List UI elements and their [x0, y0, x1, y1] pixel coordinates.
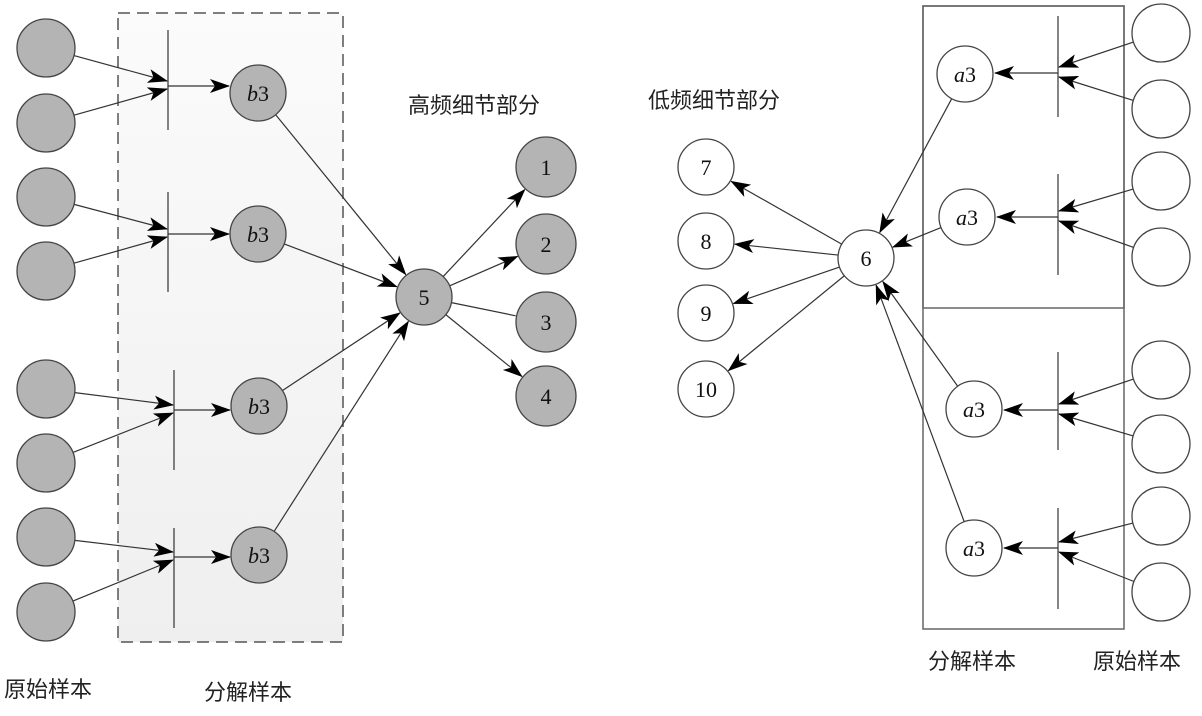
original-sample-node [1131, 414, 1191, 474]
nodes-layer: b3 b3 b3 b3 5 1 2 3 4 a3 a3 a3 a3 6 7 8 9 10 [16, 3, 1191, 642]
low-freq-arrow [727, 275, 845, 372]
input-arrow [74, 539, 174, 557]
decomposed-node-label: a3 [956, 205, 978, 230]
low-freq-output-label: 7 [701, 155, 712, 180]
input-arrow [1058, 378, 1134, 405]
decomposed-node-a3 [938, 188, 996, 246]
high-freq-output-label: 4 [541, 384, 552, 409]
low-freq-arrow [732, 266, 840, 305]
to-hub-arrow [879, 98, 953, 234]
hub-node-6 [837, 229, 895, 287]
hub-node-label: 6 [861, 246, 872, 271]
original-sample-node [1131, 79, 1191, 139]
decomposed-node-label: b3 [247, 222, 269, 247]
to-hub-arrow [283, 243, 398, 288]
original-sample-node [16, 167, 76, 227]
high-freq-output-node [515, 136, 577, 198]
input-arrow [1058, 76, 1134, 101]
input-arrow [73, 203, 168, 231]
low-freq-output-node [677, 284, 735, 342]
to-hub-arrow [273, 320, 409, 532]
low-freq-arrow [733, 239, 839, 256]
input-arrow [72, 559, 174, 602]
input-arrow [1058, 41, 1134, 68]
hub-node-5 [395, 268, 453, 326]
high-freq-output-label: 1 [541, 155, 552, 180]
left-decomposition-box [117, 12, 344, 643]
hub-node-label: 5 [419, 285, 430, 310]
input-arrow [1058, 522, 1134, 545]
low-freq-output-label: 9 [701, 301, 712, 326]
original-sample-node [16, 359, 76, 419]
decomposed-node-a3 [945, 519, 1003, 577]
decomposed-node-label: b3 [248, 543, 270, 568]
input-arrow [74, 392, 174, 410]
input-arrow [73, 87, 168, 116]
original-sample-node [1131, 486, 1191, 546]
low-freq-output-label: 10 [695, 377, 717, 402]
to-hub-arrow [891, 226, 942, 248]
input-arrow [1058, 551, 1135, 583]
decomposed-node-a3 [936, 45, 994, 103]
high-freq-title: 高频细节部分 [408, 93, 540, 118]
decomposed-node-label: a3 [963, 536, 985, 561]
low-freq-output-node [677, 212, 735, 270]
original-sample-node [16, 507, 76, 567]
low-freq-output-label: 8 [701, 229, 712, 254]
high-freq-output-label: 2 [541, 232, 552, 257]
right-decomposed-label: 分解样本 [928, 649, 1016, 674]
original-sample-node [16, 582, 76, 642]
input-arrow [72, 412, 174, 454]
decomposed-node-label: a3 [963, 397, 985, 422]
input-arrow [1058, 412, 1134, 437]
low-freq-output-node [677, 360, 735, 418]
to-hub-arrow [275, 114, 407, 276]
low-freq-output-node [677, 138, 735, 196]
original-sample-node [1131, 340, 1191, 400]
input-arrow [1058, 188, 1134, 213]
original-sample-node [16, 433, 76, 493]
high-freq-arrow [451, 302, 516, 317]
decomposed-node-a3 [945, 380, 1003, 438]
original-sample-node [16, 18, 76, 78]
high-freq-output-label: 3 [541, 310, 552, 335]
original-sample-node [1131, 227, 1191, 287]
to-hub-arrow [875, 284, 965, 522]
edges-layer [72, 16, 1135, 628]
input-arrow [73, 235, 168, 264]
original-sample-node [16, 93, 76, 153]
high-freq-output-node [515, 291, 577, 353]
input-arrow [73, 54, 168, 83]
left-decomposed-label: 分解样本 [204, 680, 292, 705]
to-hub-arrow [882, 280, 959, 387]
left-original-label: 原始样本 [4, 677, 92, 702]
high-freq-output-node [515, 213, 577, 275]
low-freq-title: 低频细节部分 [648, 88, 780, 113]
low-freq-arrow [730, 180, 842, 245]
decomposed-node-b3 [230, 377, 288, 435]
right-decomposition-box-lower [922, 5, 1125, 630]
decomposed-node-label: a3 [954, 62, 976, 87]
decomposed-node-b3 [229, 64, 287, 122]
high-freq-arrow [445, 314, 523, 378]
original-sample-node [16, 241, 76, 301]
right-original-label: 原始样本 [1093, 649, 1181, 674]
original-sample-node [1131, 151, 1191, 211]
original-sample-node [1131, 562, 1191, 622]
to-hub-arrow [282, 312, 401, 392]
decomposed-node-b3 [230, 526, 288, 584]
high-freq-arrow [449, 255, 519, 287]
high-freq-arrow [442, 188, 526, 277]
decomposed-node-label: b3 [247, 81, 269, 106]
input-arrow [1058, 220, 1134, 248]
decomposed-node-b3 [229, 205, 287, 263]
high-freq-output-node [515, 365, 577, 427]
decomposed-node-label: b3 [248, 394, 270, 419]
original-sample-node [1131, 3, 1191, 63]
